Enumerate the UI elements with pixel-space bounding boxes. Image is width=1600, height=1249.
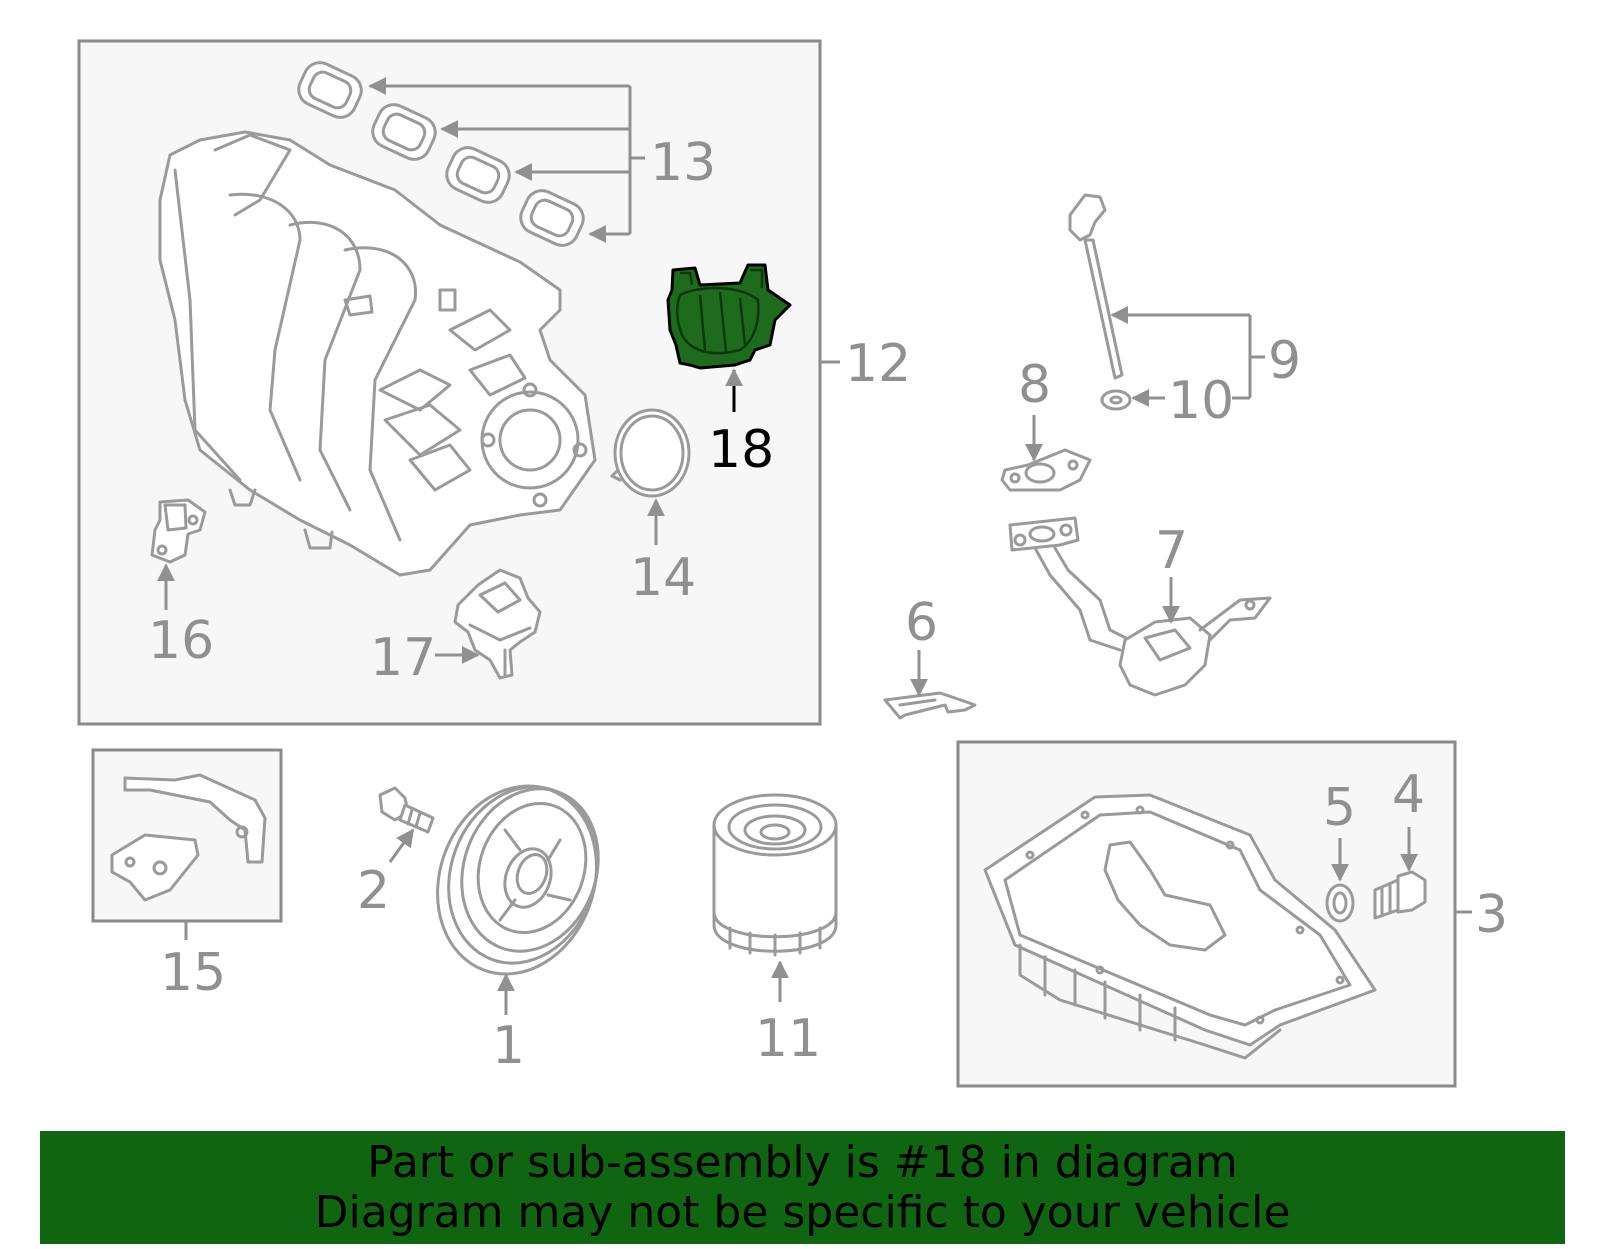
intake-gaskets[interactable]: [294, 57, 589, 250]
callout-14[interactable]: 14: [630, 548, 696, 608]
leader-2: [388, 828, 415, 863]
drain-plug[interactable]: [1373, 870, 1427, 920]
callout-5[interactable]: 5: [1323, 778, 1356, 838]
callout-10[interactable]: 10: [1168, 371, 1234, 431]
callout-8[interactable]: 8: [1018, 355, 1051, 415]
crankshaft-bolt[interactable]: [378, 786, 435, 834]
callout-1[interactable]: 1: [492, 1016, 525, 1076]
info-banner: Part or sub-assembly is #18 in diagram D…: [40, 1131, 1565, 1244]
brackets[interactable]: [110, 773, 267, 902]
oil-pickup-tube[interactable]: [1008, 516, 1272, 697]
callout-9[interactable]: 9: [1268, 331, 1301, 391]
banner-line-1: Part or sub-assembly is #18 in diagram: [367, 1136, 1238, 1188]
callout-7[interactable]: 7: [1155, 521, 1188, 581]
callout-15[interactable]: 15: [160, 943, 226, 1003]
crankshaft-pulley[interactable]: [412, 763, 622, 996]
drain-plug-washer[interactable]: [1325, 883, 1355, 923]
callout-11[interactable]: 11: [755, 1009, 821, 1069]
intake-manifold[interactable]: [158, 130, 597, 577]
dipstick-seal[interactable]: [1100, 389, 1132, 411]
throttle-body-gasket[interactable]: [610, 408, 691, 498]
oil-dipstick[interactable]: [1068, 193, 1124, 380]
throttle-body-highlighted[interactable]: [666, 263, 792, 370]
leader-9: [1110, 306, 1265, 400]
pickup-gasket[interactable]: [1000, 448, 1092, 492]
oil-filter[interactable]: [712, 793, 838, 957]
callout-12[interactable]: 12: [845, 334, 911, 394]
callout-2[interactable]: 2: [357, 861, 390, 921]
callout-17[interactable]: 17: [370, 628, 436, 688]
callout-13[interactable]: 13: [650, 133, 716, 193]
callout-6[interactable]: 6: [905, 593, 938, 653]
map-sensor[interactable]: [150, 498, 207, 564]
callout-4[interactable]: 4: [1392, 765, 1425, 825]
callout-3[interactable]: 3: [1475, 885, 1508, 945]
callout-18[interactable]: 18: [708, 420, 774, 480]
banner-line-2: Diagram may not be specific to your vehi…: [314, 1186, 1291, 1238]
leader-13: [368, 77, 645, 243]
callout-16[interactable]: 16: [148, 611, 214, 671]
oil-pan[interactable]: [983, 793, 1377, 1060]
purge-valve[interactable]: [453, 568, 542, 680]
oil-baffle-plate[interactable]: [883, 691, 977, 720]
